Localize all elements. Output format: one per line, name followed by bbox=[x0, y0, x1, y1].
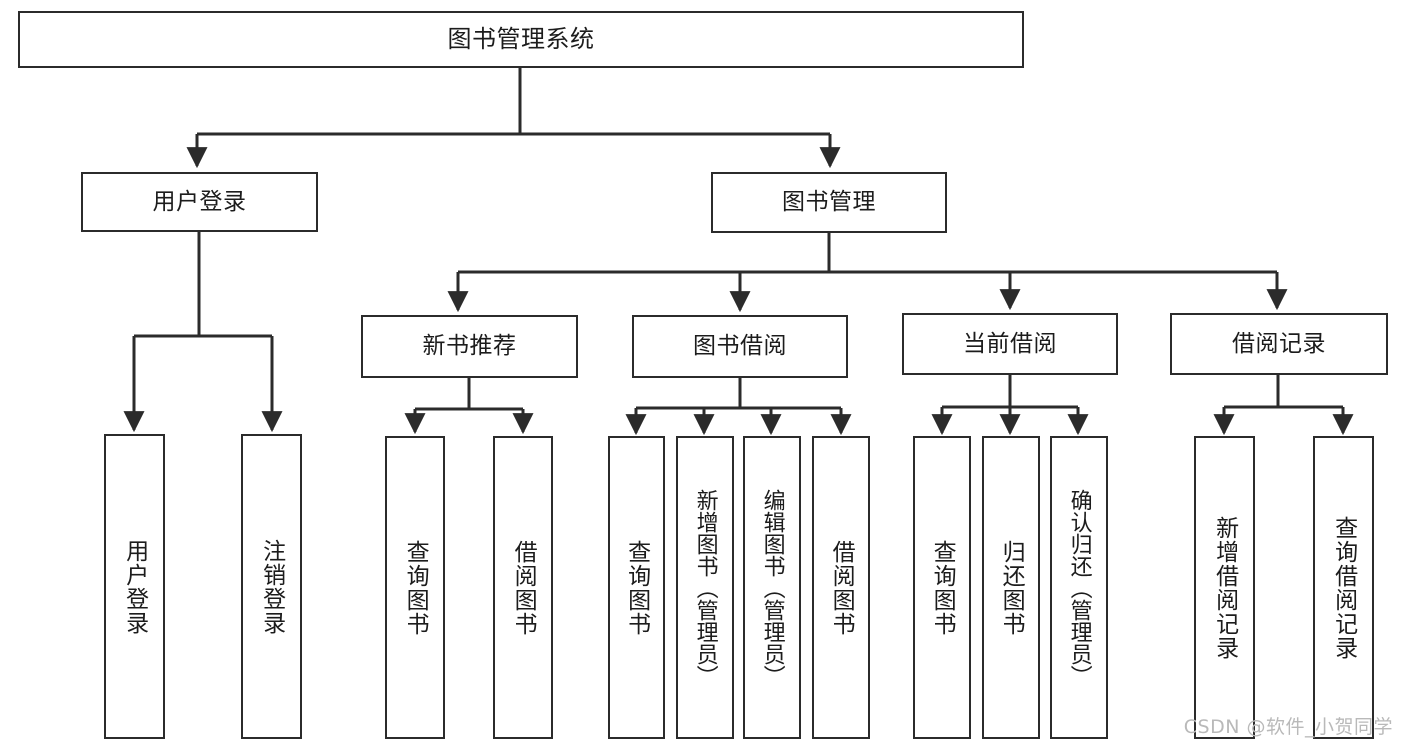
node-label: 用户登录 bbox=[152, 188, 247, 215]
node-root-book-management-system[interactable]: 图书管理系统 bbox=[18, 11, 1024, 68]
leaf-user-login[interactable]: 用户登录 bbox=[104, 434, 165, 739]
node-label: 注销登录 bbox=[258, 538, 285, 635]
node-label: 归还图书 bbox=[998, 539, 1025, 636]
node-label: 新增借阅记录 bbox=[1211, 515, 1238, 660]
node-label: 借阅记录 bbox=[1232, 330, 1326, 357]
node-label: 图书管理系统 bbox=[447, 24, 595, 53]
node-label: 查询借阅记录 bbox=[1330, 515, 1357, 660]
node-label: 编辑图书（管理员） bbox=[759, 488, 785, 687]
node-label: 当前借阅 bbox=[963, 330, 1057, 357]
csdn-watermark: CSDN @软件_小贺同学 bbox=[1183, 716, 1393, 738]
node-book-management[interactable]: 图书管理 bbox=[711, 172, 947, 233]
node-label: 图书管理 bbox=[782, 189, 876, 216]
node-label: 借阅图书 bbox=[510, 539, 537, 636]
leaf-return-book[interactable]: 归还图书 bbox=[982, 436, 1040, 739]
node-label: 查询图书 bbox=[929, 539, 956, 636]
node-label: 新书推荐 bbox=[422, 333, 517, 360]
leaf-confirm-return-admin[interactable]: 确认归还（管理员） bbox=[1050, 436, 1108, 739]
leaf-query-borrow-record[interactable]: 查询借阅记录 bbox=[1313, 436, 1374, 739]
leaf-query-book-recommend[interactable]: 查询图书 bbox=[385, 436, 445, 739]
node-label: 借阅图书 bbox=[828, 539, 855, 636]
leaf-add-borrow-record[interactable]: 新增借阅记录 bbox=[1194, 436, 1255, 739]
node-label: 查询图书 bbox=[402, 539, 429, 636]
node-label: 图书借阅 bbox=[693, 333, 787, 360]
leaf-borrow-book-borrow[interactable]: 借阅图书 bbox=[812, 436, 870, 739]
node-label: 新增图书（管理员） bbox=[692, 488, 718, 687]
leaf-query-book-current[interactable]: 查询图书 bbox=[913, 436, 971, 739]
leaf-edit-book-admin[interactable]: 编辑图书（管理员） bbox=[743, 436, 801, 739]
node-borrow-record[interactable]: 借阅记录 bbox=[1170, 313, 1388, 375]
node-label: 用户登录 bbox=[121, 538, 148, 635]
node-label: 确认归还（管理员） bbox=[1066, 488, 1092, 687]
node-current-borrow[interactable]: 当前借阅 bbox=[902, 313, 1118, 375]
node-label: 查询图书 bbox=[623, 539, 650, 636]
leaf-borrow-book-recommend[interactable]: 借阅图书 bbox=[493, 436, 553, 739]
leaf-query-book-borrow[interactable]: 查询图书 bbox=[608, 436, 665, 739]
leaf-add-book-admin[interactable]: 新增图书（管理员） bbox=[676, 436, 734, 739]
node-user-login[interactable]: 用户登录 bbox=[81, 172, 318, 232]
node-new-book-recommend[interactable]: 新书推荐 bbox=[361, 315, 578, 378]
node-book-borrow[interactable]: 图书借阅 bbox=[632, 315, 848, 378]
leaf-logout-login[interactable]: 注销登录 bbox=[241, 434, 302, 739]
